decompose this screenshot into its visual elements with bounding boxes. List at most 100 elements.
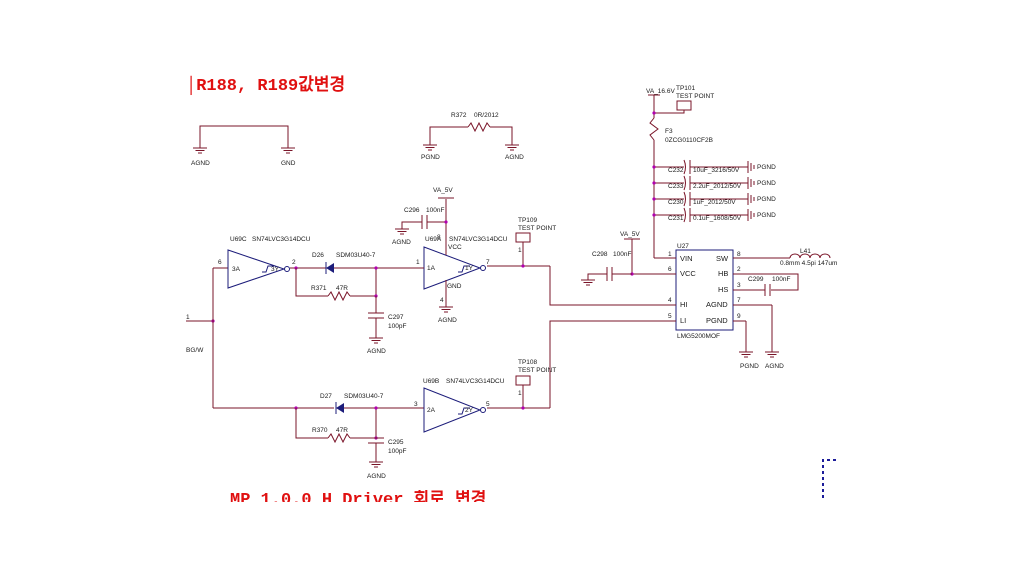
f3-value: 0ZCG0110CF2B [665,137,713,144]
revision-note-title: │R188, R189값변경 [186,70,345,96]
svg-text:1uF_2012/50V: 1uF_2012/50V [693,199,736,206]
tp109-label: TEST POINT [518,225,556,232]
svg-text:C232: C232 [668,167,684,174]
svg-text:VIN: VIN [680,254,693,263]
r370-ref: R370 [312,427,328,434]
tp108-li-route: TP108 TEST POINT 1 [487,320,676,410]
u69a-part: SN74LVC3G14DCU [449,236,508,243]
svg-text:GND: GND [447,283,462,290]
u69b-gate: U69B SN74LVC3G14DCU 2A 2Y 3 5 [414,378,505,433]
c299-value: 100nF [772,276,790,283]
d27-part: SDM03U40-7 [344,393,384,400]
u27-ref: U27 [677,243,689,250]
u69a-agnd: AGND [438,317,457,324]
svg-text:SW: SW [716,254,729,263]
pgnd-c232: PGND [757,164,776,171]
c232-cap: C232 10uF_3216/50V [652,159,748,175]
agnd-gnd-bridge: AGND GND [191,125,296,167]
note-bracket-icon: │ [186,77,197,96]
pgnd-c230: PGND [757,196,776,203]
svg-text:1A: 1A [427,265,436,272]
r370-value: 47R [336,427,348,434]
svg-text:1Y: 1Y [465,265,474,272]
c299-ref: C299 [748,276,764,283]
svg-text:C230: C230 [668,199,684,206]
input-pin-label: 1 [186,314,190,321]
svg-text:1: 1 [518,247,522,254]
svg-text:HI: HI [680,300,688,309]
bgw-label: BG/W [186,347,204,354]
u27-part: LMG5200MOF [677,333,720,340]
revision-note-text: R188, R189값변경 [196,77,346,96]
va5v-label: VA_5V [433,187,453,194]
svg-text:3Y: 3Y [271,266,280,273]
c296-agnd: AGND [392,239,411,246]
r372-ref: R372 [451,112,467,119]
gnd-label: GND [281,160,296,167]
svg-text:7: 7 [486,259,490,266]
agnd-label-2: AGND [505,154,524,161]
u27-ic: U27 LMG5200MOF VIN VCC HI LI 1 6 4 5 SW … [654,243,790,340]
svg-text:5: 5 [486,401,490,408]
input-net: 1 BG/W [186,267,334,409]
u69c-ref: U69C [230,236,247,243]
svg-text:4: 4 [668,297,672,304]
svg-text:3: 3 [414,401,418,408]
svg-text:HS: HS [718,285,728,294]
c295-agnd: AGND [367,473,386,480]
c296-value: 100nF [426,207,444,214]
tp101-label: TEST POINT [676,93,714,100]
va16v-label: VA_16.6V [646,88,675,95]
pgnd-label: PGND [421,154,440,161]
d27-r370-c295: D27 SDM03U40-7 R370 47R C295 100pF AGND [294,393,424,480]
c298-block: VA_5V C298 100nF [581,231,676,286]
svg-text:VCC: VCC [680,269,696,278]
svg-text:4: 4 [440,297,444,304]
u69c-gate: U69C SN74LVC3G14DCU 3A 3Y 6 2 [218,236,320,289]
svg-text:0.1uF_1608/50V: 0.1uF_1608/50V [693,215,742,222]
l41-ref: L41 [800,248,811,255]
svg-text:7: 7 [737,297,741,304]
c297-agnd: AGND [367,348,386,355]
svg-text:2: 2 [292,259,296,266]
c298-ref: C298 [592,251,608,258]
svg-text:3A: 3A [232,266,241,273]
c233-cap: C233 2.2uF_2012/50V [652,175,748,191]
u69c-part: SN74LVC3G14DCU [252,236,311,243]
svg-text:1: 1 [416,259,420,266]
l41-inductor: L41 0.8mm 4.5pi 147um [780,248,837,267]
svg-text:VCC: VCC [448,244,462,251]
svg-text:PGND: PGND [706,316,728,325]
tp109-ref: TP109 [518,217,538,224]
u69a-ref: U69A [425,236,442,243]
svg-text:10uF_3216/50V: 10uF_3216/50V [693,167,740,174]
c299-cap: C299 100nF [746,273,799,296]
svg-text:HB: HB [718,269,728,278]
svg-text:2.2uF_2012/50V: 2.2uF_2012/50V [693,183,742,190]
d27-ref: D27 [320,393,332,400]
svg-text:C233: C233 [668,183,684,190]
svg-text:1: 1 [668,251,672,258]
c297-ref: C297 [388,314,404,321]
d26-part: SDM03U40-7 [336,252,376,259]
tp101-ref: TP101 [676,85,696,92]
r372-bridge: R372 0R/2012 PGND AGND [421,112,524,161]
c298-value: 100nF [613,251,631,258]
svg-text:3: 3 [737,282,741,289]
d26-r371-c297: D26 SDM03U40-7 R371 47R C297 100pF AGND [294,252,414,355]
tp108-label: TEST POINT [518,367,556,374]
u69b-part: SN74LVC3G14DCU [446,378,505,385]
svg-text:8: 8 [437,234,441,241]
r371-ref: R371 [311,285,327,292]
d26-ref: D26 [312,252,324,259]
tp109-hi-route: TP109 TEST POINT 1 [487,217,676,306]
u69b-ref: U69B [423,378,439,385]
svg-text:6: 6 [218,259,222,266]
pgnd-c231: PGND [757,212,776,219]
u27-grounds: PGND AGND [739,305,784,370]
svg-text:AGND: AGND [706,300,728,309]
l41-value: 0.8mm 4.5pi 147um [780,260,837,267]
r372-value: 0R/2012 [474,112,499,119]
svg-text:9: 9 [737,313,741,320]
